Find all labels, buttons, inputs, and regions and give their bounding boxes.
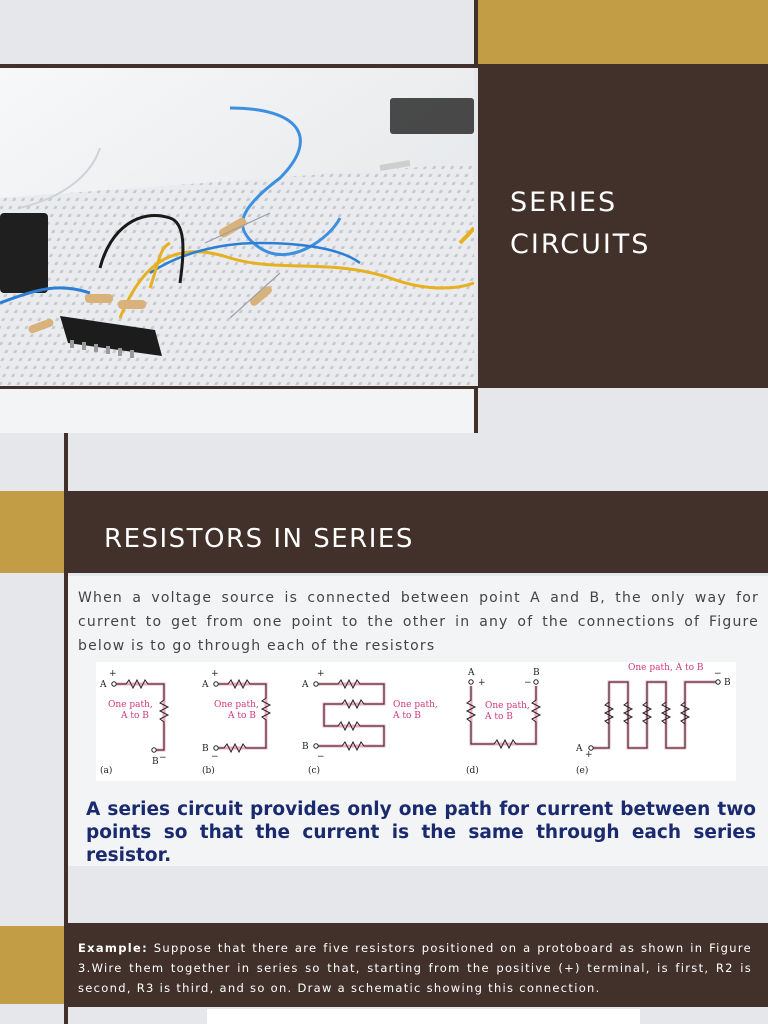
fig-c-path-text-1: One path, <box>393 700 438 710</box>
fig-c-node-b: B <box>302 742 309 752</box>
slide1-gold-accent <box>478 0 768 64</box>
breadboard-photo <box>0 68 474 386</box>
slide1-divider-bottom <box>0 386 478 389</box>
slide2-paragraph: When a voltage source is connected betwe… <box>78 590 759 654</box>
fig-d-node-b: B <box>533 668 540 678</box>
series-circuit-figure: A B A B A B A B A B + − + − + − + − + − … <box>96 662 736 781</box>
fig-c-minus: − <box>317 752 325 762</box>
slide3-left-margin <box>0 1004 64 1024</box>
fig-d-node-a: A <box>467 668 475 678</box>
fig-b-plus: + <box>211 669 219 679</box>
slide1-lower-strip <box>0 389 474 433</box>
fig-e-plus: + <box>585 750 593 760</box>
slide3-example-band <box>64 923 768 1007</box>
fig-a-node-a: A <box>99 680 107 690</box>
fig-a-minus: − <box>159 753 167 763</box>
example-label: Example: <box>78 941 148 955</box>
slide1-divider-vertical-bottom <box>474 386 478 433</box>
slide2-gold-accent <box>0 491 64 573</box>
slide1-divider-vertical-top <box>474 0 478 68</box>
slide3-gold-accent <box>0 926 64 1004</box>
fig-panel-d-label: (d) <box>466 765 479 776</box>
slide3-example-text: Example: Suppose that there are five res… <box>78 938 752 998</box>
slide3-figure-start <box>207 1009 640 1024</box>
fig-e-path-text: One path, A to B <box>628 663 704 673</box>
fig-a-node-b: B <box>152 757 159 767</box>
fig-e-minus: − <box>714 669 722 679</box>
slide3-divider-vertical <box>64 1004 68 1024</box>
slide1-title: SERIES CIRCUITS <box>510 182 750 266</box>
slide1-title-panel <box>478 68 768 388</box>
fig-panel-c-label: (c) <box>308 765 320 776</box>
fig-b-path-text-1: One path, <box>214 700 259 710</box>
slide1-title-line1: SERIES <box>510 187 618 218</box>
fig-e-node-a: A <box>575 744 583 754</box>
fig-d-plus: + <box>478 678 486 688</box>
fig-e-node-b: B <box>724 678 731 688</box>
slide2-emphasis: A series circuit provides only one path … <box>86 799 756 866</box>
fig-a-path-text-2: A to B <box>120 711 149 721</box>
fig-b-path-text-2: A to B <box>227 711 256 721</box>
fig-d-path-text-1: One path, <box>485 701 530 711</box>
slide2-title-band <box>64 491 768 573</box>
example-body: Suppose that there are five resistors po… <box>78 941 752 995</box>
slide2-bottom-area <box>68 866 768 923</box>
fig-c-node-a: A <box>301 680 309 690</box>
fig-b-node-b: B <box>202 744 209 754</box>
fig-a-plus: + <box>109 669 117 679</box>
fig-d-minus: − <box>524 678 532 688</box>
fig-c-path-text-2: A to B <box>392 711 421 721</box>
slide2-title: RESISTORS IN SERIES <box>104 524 414 554</box>
fig-panel-b-label: (b) <box>202 765 215 776</box>
slide2-top-area <box>68 433 768 491</box>
fig-panel-e-label: (e) <box>576 765 588 776</box>
slide2-divider-vertical <box>64 433 68 923</box>
fig-b-minus: − <box>211 752 219 762</box>
fig-c-plus: + <box>317 669 325 679</box>
slide1-divider-top <box>0 64 768 68</box>
fig-a-path-text-1: One path, <box>108 700 153 710</box>
fig-panel-a-label: (a) <box>100 765 112 776</box>
fig-b-node-a: A <box>201 680 209 690</box>
fig-d-path-text-2: A to B <box>484 712 513 722</box>
slide1-title-line2: CIRCUITS <box>510 229 651 260</box>
